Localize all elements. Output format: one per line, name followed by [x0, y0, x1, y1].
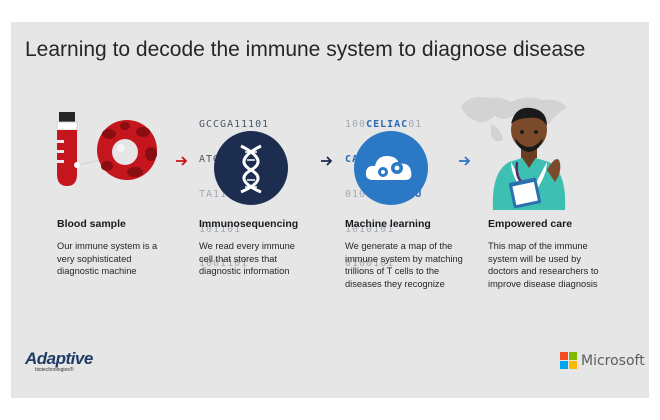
adaptive-logo-subtext: biotechnologies®	[35, 367, 74, 373]
infographic-card: Learning to decode the immune system to …	[11, 22, 649, 398]
step-machine-learning: Machine learning We generate a map of th…	[345, 218, 485, 290]
microsoft-logo: Microsoft	[560, 352, 645, 369]
blue-arrow-icon	[459, 156, 471, 166]
step-title: Immunosequencing	[199, 218, 299, 230]
step-title: Empowered care	[488, 218, 573, 230]
step-title: Machine learning	[345, 218, 431, 230]
ml-code-line: 0100101	[345, 258, 395, 270]
step-immunosequencing: Immunosequencing We read every immune ce…	[199, 218, 339, 278]
dna-code-line: GCCGA11101	[199, 119, 270, 131]
page-title: Learning to decode the immune system to …	[25, 38, 586, 61]
microsoft-squares-icon	[560, 352, 577, 369]
step-empowered-care: Empowered care This map of the immune sy…	[488, 218, 628, 290]
step-description: We read every immune cell that stores th…	[199, 241, 295, 276]
step-title: Blood sample	[57, 218, 126, 230]
adaptive-logo: Adaptive biotechnologies®	[25, 349, 93, 373]
step-description: We generate a map of the immune system b…	[345, 241, 463, 289]
dna-code-line: 1001101	[199, 258, 249, 270]
ml-code-line: 100CELIAC01	[345, 119, 423, 131]
ml-code-line: 1010101	[345, 223, 395, 235]
dna-code-line: 101101	[199, 223, 242, 235]
adaptive-logo-text: Adaptive	[25, 349, 93, 368]
cloud-gears-icon	[354, 131, 428, 205]
step-blood-sample: Blood sample Our immune system is a very…	[57, 218, 197, 278]
dna-icon	[214, 131, 288, 205]
microsoft-logo-text: Microsoft	[581, 352, 645, 369]
doctor-icon	[492, 107, 566, 210]
navy-arrow-icon	[321, 156, 333, 166]
step-description: This map of the immune system will be us…	[488, 241, 599, 289]
red-arrow-icon	[176, 156, 188, 166]
blood-sample-icon	[56, 112, 157, 186]
step-description: Our immune system is a very sophisticate…	[57, 241, 158, 276]
